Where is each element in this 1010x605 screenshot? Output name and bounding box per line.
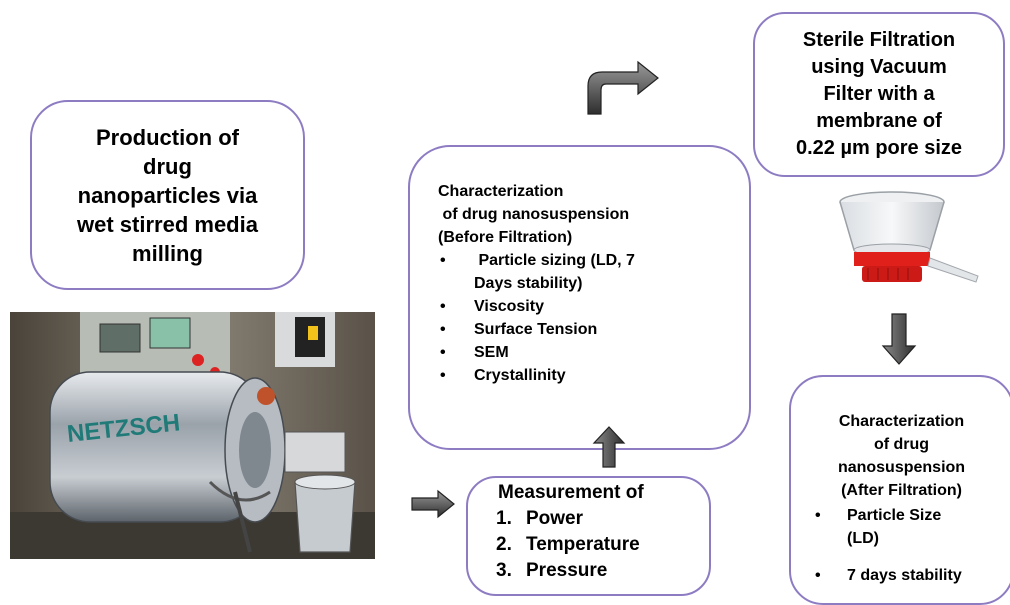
- list-item-line: Days stability): [474, 275, 583, 292]
- milling-machine-photo: NETZSCH: [10, 312, 375, 559]
- sterile-line: using Vacuum: [811, 56, 947, 78]
- production-line: nanoparticles via: [77, 182, 258, 208]
- list-item-line: Particle Size: [847, 507, 942, 524]
- sterile-line: Sterile Filtration: [802, 29, 956, 51]
- list-label: Pressure: [526, 560, 608, 581]
- list-item: Viscosity: [438, 295, 749, 318]
- list-item: Particle sizing (LD, 7 Days stability): [438, 249, 749, 295]
- list-item: 3. Pressure: [496, 558, 640, 584]
- list-item: 2. Temperature: [496, 532, 640, 558]
- down-arrow-icon: [881, 313, 917, 365]
- list-item: 7 days stability: [813, 564, 962, 587]
- sterile-line: Filter with a: [823, 83, 935, 105]
- bent-arrow-icon: [587, 60, 659, 115]
- list-number: 2.: [496, 534, 512, 555]
- list-item: Particle Size (LD): [813, 504, 962, 550]
- list-number: 3.: [496, 560, 512, 581]
- list-item-line: Crystallinity: [474, 367, 566, 384]
- list-item-line: Particle sizing (LD, 7: [474, 252, 635, 269]
- list-item: SEM: [438, 341, 749, 364]
- char-before-list: Particle sizing (LD, 7 Days stability) V…: [438, 249, 749, 387]
- list-item: Crystallinity: [438, 364, 749, 387]
- list-item-line: Surface Tension: [474, 321, 598, 338]
- right-arrow-icon: [411, 489, 455, 519]
- sterile-line: membrane of: [816, 110, 942, 132]
- char-after-title-line: nanosuspension: [837, 459, 966, 476]
- char-before-title-line: Characterization: [438, 183, 564, 200]
- char-before-title-line: of drug nanosuspension: [438, 206, 630, 223]
- list-label: Temperature: [526, 534, 640, 555]
- measurement-list: 1. Power 2. Temperature 3. Pressure: [496, 506, 640, 584]
- production-box: Production of drug nanoparticles via wet…: [30, 100, 305, 290]
- list-item: Surface Tension: [438, 318, 749, 341]
- list-item-line: 7 days stability: [847, 567, 962, 584]
- sterile-filtration-box: Sterile Filtration using Vacuum Filter w…: [753, 12, 1005, 177]
- measurement-box: Measurement of 1. Power 2. Temperature 3. P…: [466, 476, 711, 596]
- production-line: wet stirred media: [77, 211, 258, 237]
- char-after-title-line: Characterization: [838, 413, 965, 430]
- char-after-title: Characterization of drug nanosuspension …: [791, 410, 1010, 502]
- production-line: milling: [132, 240, 203, 266]
- list-item: 1. Power: [496, 506, 640, 532]
- char-after-title-line: (After Filtration): [841, 482, 962, 499]
- production-line: Production of: [96, 124, 239, 150]
- list-number: 1.: [496, 508, 512, 529]
- list-item-line: SEM: [474, 344, 509, 361]
- characterization-after-box: Characterization of drug nanosuspension …: [789, 375, 1010, 605]
- list-item-line: (LD): [847, 530, 879, 547]
- char-after-list: Particle Size (LD) 7 days stability: [813, 504, 962, 587]
- char-after-title-line: of drug: [873, 436, 930, 453]
- production-line: drug: [143, 153, 192, 179]
- list-item-line: Viscosity: [474, 298, 544, 315]
- measurement-title: Measurement of: [498, 482, 644, 503]
- characterization-before-box: Characterization of drug nanosuspension …: [408, 145, 751, 450]
- list-label: Power: [526, 508, 584, 529]
- char-before-title: Characterization of drug nanosuspension …: [438, 180, 749, 249]
- char-before-title-line: (Before Filtration): [438, 229, 573, 246]
- vacuum-filter-icon: [839, 191, 979, 283]
- up-arrow-icon: [592, 426, 626, 468]
- sterile-line: 0.22 µm pore size: [795, 137, 963, 159]
